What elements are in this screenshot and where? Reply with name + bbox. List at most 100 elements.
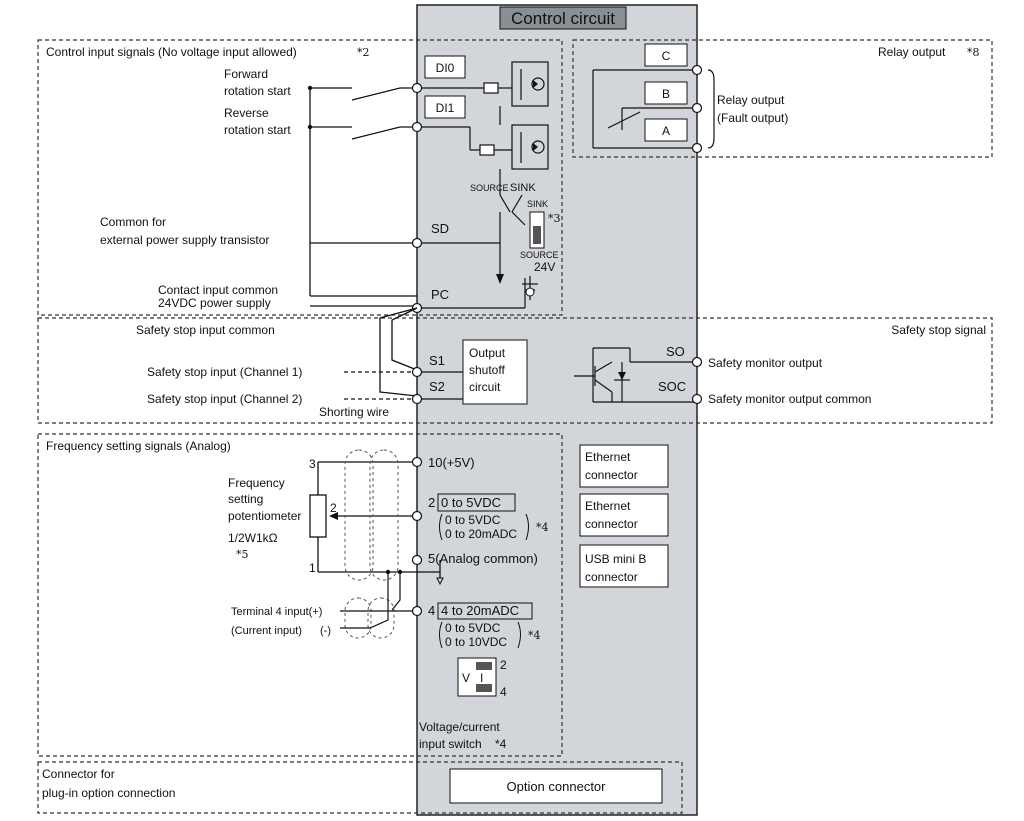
switch-sink-label: SINK xyxy=(527,199,548,209)
switch-v: V xyxy=(462,671,470,685)
ethernet-connector-1 xyxy=(579,444,669,488)
t2-alt-2: 0 to 20mADC xyxy=(445,527,517,541)
ethernet-connector-2 xyxy=(579,493,669,537)
safety-signal-heading: Safety stop signal xyxy=(891,323,986,337)
safety-ch2-label: Safety stop input (Channel 2) xyxy=(147,392,302,406)
safety-ch1-label: Safety stop input (Channel 1) xyxy=(147,365,302,379)
switch-i: I xyxy=(480,671,483,685)
current-input-label: (Current input) xyxy=(231,625,302,637)
shutoff-label-1: Output xyxy=(469,346,506,360)
t2-alt-1: 0 to 5VDC xyxy=(445,513,501,527)
so-terminal xyxy=(691,356,703,368)
sd-terminal-circle xyxy=(411,237,423,249)
control-circuit-title: Control circuit xyxy=(511,9,615,28)
eth1-label-2: connector xyxy=(585,468,638,482)
t5-terminal xyxy=(411,554,423,566)
common-label-2: external power supply transistor xyxy=(100,233,269,247)
safety-stop-section xyxy=(37,317,993,424)
relay-a-box xyxy=(644,118,688,142)
sink-label: SINK xyxy=(510,182,536,194)
frequency-setting-section xyxy=(37,433,563,757)
control-input-note: *2 xyxy=(357,46,370,59)
source-small-label: SOURCE xyxy=(470,183,509,193)
pot-note: *5 xyxy=(236,548,249,561)
pot-pin-3: 3 xyxy=(309,457,316,471)
t4-range: 4 to 20mADC xyxy=(441,603,519,618)
usb-label-2: connector xyxy=(585,570,638,584)
v24-label: 24V xyxy=(534,260,555,274)
usb-label-1: USB mini B xyxy=(585,552,646,566)
relay-label-1: Relay output xyxy=(717,93,785,107)
t4-alt-2: 0 to 10VDC xyxy=(445,635,507,649)
di1-terminal-circle xyxy=(411,121,423,133)
terminal-so: SO xyxy=(666,344,685,359)
relay-a-terminal xyxy=(691,142,703,154)
usb-mini-b-connector xyxy=(579,544,669,588)
eth1-label-1: Ethernet xyxy=(585,450,631,464)
forward-label-1: Forward xyxy=(224,67,268,81)
relay-b-terminal xyxy=(691,102,703,114)
switch-2: 2 xyxy=(500,658,507,672)
relay-c: C xyxy=(662,49,671,63)
forward-label-2: rotation start xyxy=(224,84,291,98)
switch-4: 4 xyxy=(500,685,507,699)
terminal-s2: S2 xyxy=(429,379,445,394)
pot-label-2: setting xyxy=(228,492,263,506)
eth2-label-1: Ethernet xyxy=(585,499,631,513)
control-input-heading: Control input signals (No voltage input … xyxy=(46,45,297,59)
pot-label-1: Frequency xyxy=(228,476,285,490)
terminal-2: 2 xyxy=(428,495,435,510)
t10-terminal xyxy=(411,456,423,468)
shutoff-label-3: circuit xyxy=(469,380,501,394)
option-connector-label: Option connector xyxy=(506,779,606,794)
safety-monitor-common-label: Safety monitor output common xyxy=(708,392,871,406)
relay-c-box xyxy=(644,43,688,67)
relay-label-2: (Fault output) xyxy=(717,111,788,125)
t4-note: *4 xyxy=(528,629,541,642)
pot-label-4: 1/2W1kΩ xyxy=(228,531,278,545)
terminal-soc: SOC xyxy=(658,379,686,394)
vc-switch-label-1: Voltage/current xyxy=(419,720,500,734)
terminal-sd: SD xyxy=(431,221,449,236)
vc-switch-note: *4 xyxy=(495,737,507,751)
terminal-di0-box xyxy=(424,55,466,79)
eth2-label-2: connector xyxy=(585,517,638,531)
t4-alt-1: 0 to 5VDC xyxy=(445,621,501,635)
t4-range-box xyxy=(437,602,533,620)
di0-terminal-circle xyxy=(411,82,423,94)
option-connector xyxy=(449,768,663,804)
shorting-wire-label: Shorting wire xyxy=(319,405,389,419)
minus-label: (-) xyxy=(320,625,331,637)
t2-terminal xyxy=(411,510,423,522)
shutoff-label-2: shutoff xyxy=(469,363,505,377)
safety-monitor-label: Safety monitor output xyxy=(708,356,823,370)
reverse-label-2: rotation start xyxy=(224,123,291,137)
terminal-4: 4 xyxy=(428,603,435,618)
terminal-di1-box xyxy=(424,95,466,119)
common-label-1: Common for xyxy=(100,215,166,229)
contact-label-2: 24VDC power supply xyxy=(158,296,271,310)
s1-terminal xyxy=(411,366,423,378)
control-input-section xyxy=(37,39,563,316)
relay-a: A xyxy=(662,124,670,138)
plugin-heading-line1: Connector for xyxy=(42,767,115,781)
relay-output-section xyxy=(572,39,993,158)
pot-label-3: potentiometer xyxy=(228,509,301,523)
frequency-setting-heading: Frequency setting signals (Analog) xyxy=(46,439,231,453)
switch-source-label: SOURCE xyxy=(520,250,559,260)
s2-terminal xyxy=(411,393,423,405)
control-circuit-title-box xyxy=(499,6,627,30)
terminal-di1: DI1 xyxy=(436,101,455,115)
t4-terminal xyxy=(411,605,423,617)
pot-pin-1: 1 xyxy=(309,561,316,575)
relay-b: B xyxy=(662,87,670,101)
terminal-5: 5(Analog common) xyxy=(428,551,538,566)
t2-range: 0 to 5VDC xyxy=(441,495,501,510)
relay-output-heading: Relay output xyxy=(878,45,946,59)
soc-terminal xyxy=(691,393,703,405)
plugin-heading-line2: plug-in option connection xyxy=(42,786,175,800)
t2-note: *4 xyxy=(536,521,549,534)
contact-label-1: Contact input common xyxy=(158,283,278,297)
switch-note: *3 xyxy=(548,212,561,225)
